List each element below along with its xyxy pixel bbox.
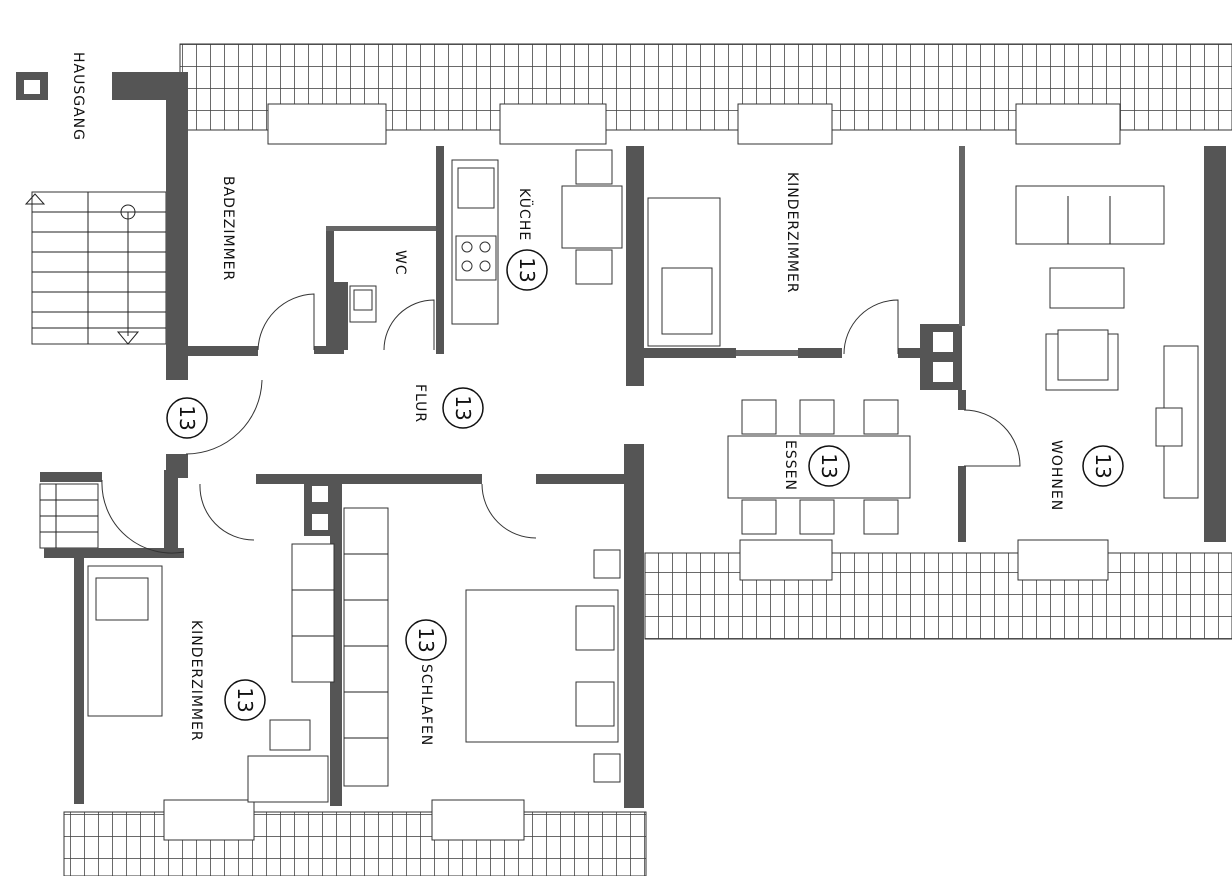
roof-band-south-east <box>644 552 1232 640</box>
walls <box>16 72 1226 808</box>
room-label-kids-south: KINDERZIMMER <box>188 620 204 742</box>
marker-entry: 13 <box>166 397 208 439</box>
svg-text:13: 13 <box>1091 453 1115 478</box>
roof-band-south-west <box>63 811 647 876</box>
room-label-dining: ESSEN <box>782 440 798 491</box>
roof-tiles <box>63 43 1232 876</box>
room-label-hall: FLUR <box>412 384 428 423</box>
room-markers: 13 13 13 13 13 13 13 <box>166 249 1124 721</box>
entrance-label: HAUSGANG <box>70 52 86 141</box>
staircase <box>24 191 167 345</box>
svg-text:13: 13 <box>817 453 841 478</box>
svg-text:13: 13 <box>414 627 438 652</box>
room-label-kids-north: KINDERZIMMER <box>784 172 800 294</box>
room-label-living: WOHNEN <box>1048 440 1064 511</box>
svg-text:13: 13 <box>515 257 539 282</box>
room-label-wc: WC <box>392 250 408 276</box>
svg-text:13: 13 <box>233 687 257 712</box>
svg-text:13: 13 <box>175 405 199 430</box>
marker-bedroom: 13 <box>405 619 447 661</box>
marker-kitchen: 13 <box>506 249 548 291</box>
svg-text:13: 13 <box>451 395 475 420</box>
marker-dining: 13 <box>808 445 850 487</box>
furniture <box>87 149 1199 803</box>
room-label-bedroom: SCHLAFEN <box>418 664 434 746</box>
marker-hall: 13 <box>442 387 484 429</box>
room-label-bathroom: BADEZIMMER <box>220 176 236 281</box>
doors <box>101 293 1021 554</box>
marker-kids-south: 13 <box>224 679 266 721</box>
room-labels: HAUSGANG BADEZIMMER WC KÜCHE KINDERZIMME… <box>70 52 1064 746</box>
room-label-kitchen: KÜCHE <box>516 188 534 241</box>
marker-living: 13 <box>1082 445 1124 487</box>
stair-south <box>39 483 99 549</box>
